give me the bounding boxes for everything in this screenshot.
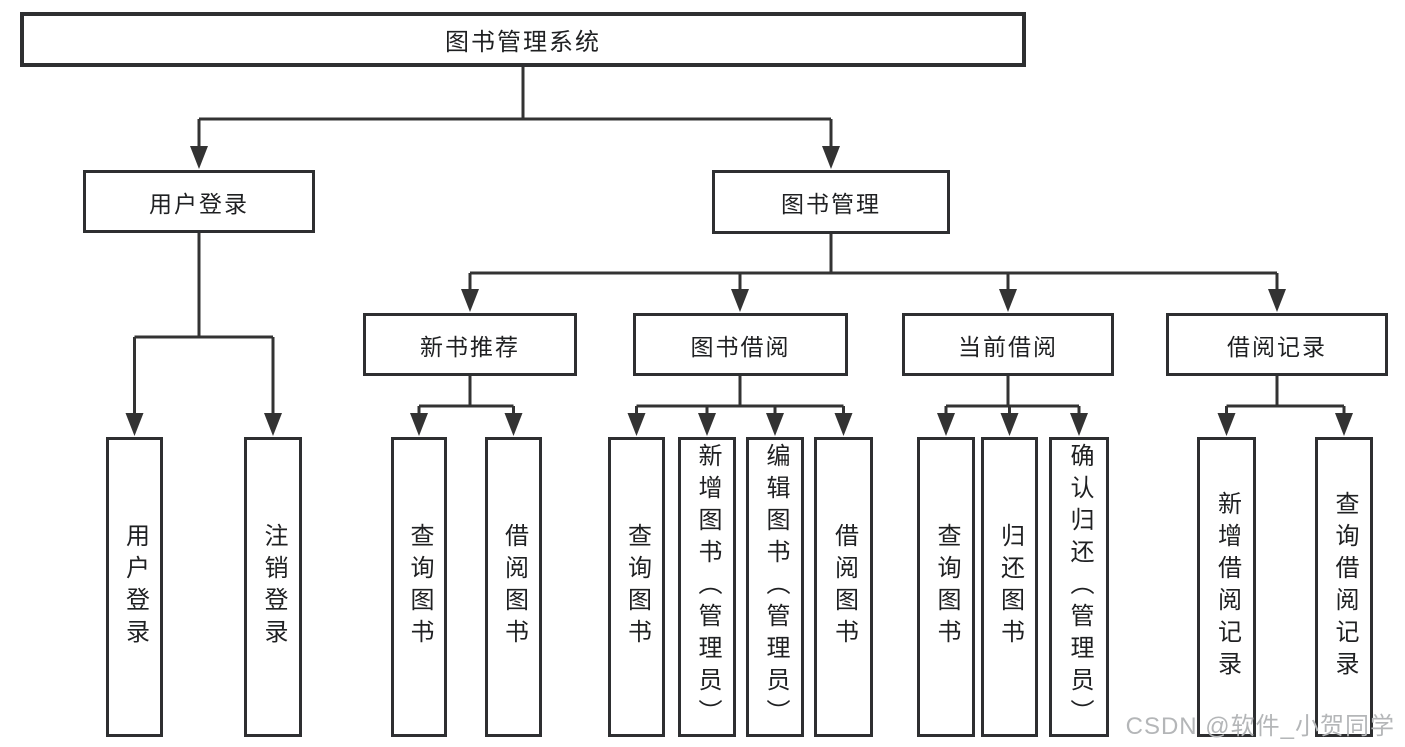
leaf-return-book: 归还图书 — [981, 437, 1038, 737]
connector-current-borrow-children — [944, 376, 1081, 418]
arrowhead-leaf-borrow-books-1 — [504, 413, 523, 436]
leaf-user-login: 用户登录 — [106, 437, 163, 737]
node-user-login: 用户登录 — [83, 170, 315, 233]
connector-new-book-recommend-children — [417, 376, 515, 418]
connector-user-login-children — [133, 233, 275, 418]
leaf-query-books-2: 查询图书 — [608, 437, 665, 737]
connector-root-to-level2 — [197, 67, 833, 151]
node-book-management: 图书管理 — [712, 170, 950, 234]
node-borrow-records: 借阅记录 — [1166, 313, 1388, 376]
arrowhead-leaf-confirm-return — [1070, 413, 1088, 436]
arrowhead-leaf-query-books-2 — [627, 413, 646, 436]
connector-book-borrow-children — [635, 376, 845, 418]
leaf-logout: 注销登录 — [244, 437, 302, 737]
leaf-query-borrow-record: 查询借阅记录 — [1315, 437, 1373, 737]
arrowhead-leaf-return-book — [1000, 413, 1019, 436]
node-current-borrow: 当前借阅 — [902, 313, 1114, 376]
arrowhead-book-management — [822, 146, 840, 169]
arrowhead-leaf-edit-book — [766, 413, 784, 436]
node-new-book-recommend: 新书推荐 — [363, 313, 577, 376]
arrowhead-leaf-borrow-books-2 — [834, 413, 853, 436]
arrowhead-leaf-query-books-3 — [937, 413, 955, 436]
node-root: 图书管理系统 — [20, 12, 1026, 67]
arrowhead-leaf-logout — [264, 413, 282, 436]
leaf-query-books-3: 查询图书 — [917, 437, 975, 737]
leaf-borrow-books-1: 借阅图书 — [485, 437, 542, 737]
leaf-edit-book-admin: 编辑图书（管理员） — [746, 437, 804, 737]
arrowhead-leaf-add-book — [698, 413, 716, 436]
arrowhead-new-book-recommend — [461, 289, 479, 312]
arrowhead-current-borrow — [999, 289, 1017, 312]
arrowhead-leaf-add-borrow-record — [1217, 413, 1236, 436]
node-book-borrow: 图书借阅 — [633, 313, 848, 376]
connector-book-management-children — [468, 234, 1279, 293]
leaf-confirm-return-admin: 确认归还（管理员） — [1049, 437, 1109, 737]
leaf-query-books-1: 查询图书 — [391, 437, 447, 737]
csdn-watermark: CSDN @软件_小贺同学 — [1125, 713, 1395, 740]
arrowhead-user-login — [190, 146, 208, 169]
arrowhead-book-borrow — [731, 289, 749, 312]
arrowhead-leaf-user-login — [125, 413, 144, 436]
arrowhead-borrow-records — [1268, 289, 1286, 312]
arrowhead-leaf-query-borrow-record — [1335, 413, 1353, 436]
leaf-add-book-admin: 新增图书（管理员） — [678, 437, 736, 737]
leaf-add-borrow-record: 新增借阅记录 — [1197, 437, 1256, 737]
arrowhead-leaf-query-books-1 — [410, 413, 428, 436]
leaf-borrow-books-2: 借阅图书 — [814, 437, 873, 737]
connector-borrow-records-children — [1225, 376, 1346, 418]
